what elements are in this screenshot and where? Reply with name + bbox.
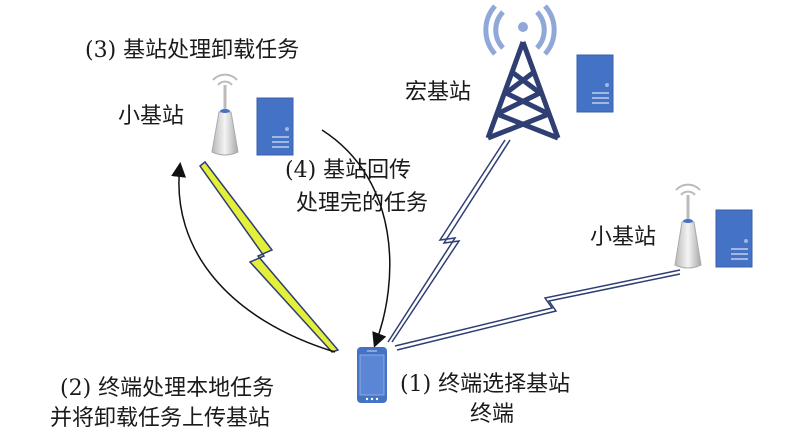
- step4-label-line1: (4) 基站回传: [285, 158, 412, 183]
- arrow-return-results: [321, 129, 391, 348]
- step2-label-line2: 并将卸载任务上传基站: [50, 406, 271, 431]
- server-icon: [715, 209, 753, 268]
- step2-label-line1: (2) 终端处理本地任务: [60, 376, 275, 401]
- step3-label: (3) 基站处理卸载任务: [85, 38, 300, 63]
- step4-label-line2: 处理完的任务: [296, 191, 429, 216]
- small-bs-left-label: 小基站: [118, 104, 185, 129]
- terminal-label: 终端: [470, 402, 515, 427]
- server-icon: [256, 97, 294, 156]
- wireless-link-macro-bs: [387, 139, 511, 343]
- server-icon: [576, 54, 614, 113]
- small-base-station-left-icon: [211, 73, 239, 156]
- wireless-link-left-small-bs: [198, 160, 340, 353]
- small-base-station-right-icon: [674, 183, 702, 269]
- macro-tower-icon: [483, 4, 561, 141]
- step1-label: (1) 终端选择基站: [400, 372, 571, 397]
- small-bs-right-label: 小基站: [590, 225, 657, 250]
- terminal-phone-icon: [357, 347, 387, 403]
- wireless-link-right-small-bs: [394, 269, 681, 351]
- arrow-upload-to-bs: [171, 162, 336, 353]
- macro-bs-label: 宏基站: [405, 80, 472, 105]
